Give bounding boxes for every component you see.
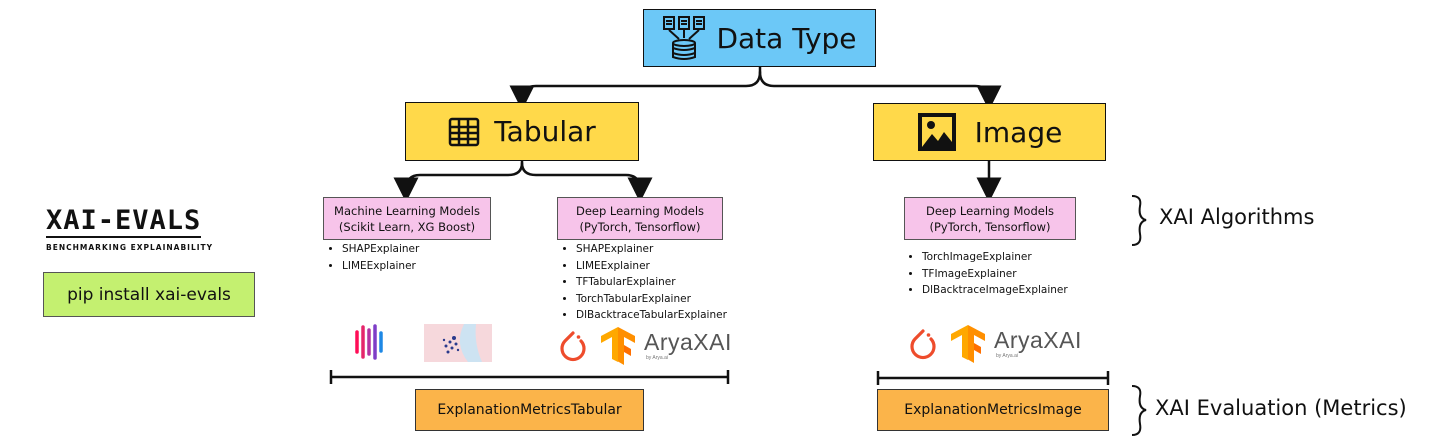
- lime-logo: [424, 324, 492, 362]
- table-grid-icon: [448, 116, 480, 148]
- dl-image-subtitle: (PyTorch, Tensorflow): [929, 219, 1051, 234]
- list-item: TFImageExplainer: [922, 266, 1068, 283]
- dl-tabular-title: Deep Learning Models: [575, 203, 705, 218]
- list-item: SHAPExplainer: [342, 241, 419, 258]
- aryaxai-logo: AryaXAI by Arya.ai: [644, 329, 732, 364]
- metrics-tabular-box: ExplanationMetricsTabular: [415, 389, 644, 431]
- list-item: DlBacktraceImageExplainer: [922, 282, 1068, 299]
- install-command-box: pip install xai-evals: [43, 272, 255, 317]
- data-type-label: Data Type: [716, 21, 857, 55]
- list-item: LIMEExplainer: [576, 258, 727, 275]
- data-type-node: Data Type: [643, 9, 876, 67]
- aryaxai-wordmark: AryaXAI: [994, 327, 1082, 353]
- tabular-label: Tabular: [494, 115, 596, 148]
- pytorch-logo: [906, 327, 940, 363]
- metrics-image-label: ExplanationMetricsImage: [904, 402, 1082, 418]
- metrics-tabular-label: ExplanationMetricsTabular: [437, 402, 622, 418]
- tensorflow-logo: [950, 324, 986, 364]
- pytorch-logo: [556, 329, 590, 365]
- metrics-image-box: ExplanationMetricsImage: [877, 389, 1109, 431]
- dl-tabular-models-box: Deep Learning Models (PyTorch, Tensorflo…: [557, 197, 723, 240]
- install-command-text: pip install xai-evals: [67, 284, 231, 305]
- image-label: Image: [974, 115, 1063, 149]
- ml-models-title: Machine Learning Models: [334, 203, 480, 218]
- brand-subtitle: BENCHMARKING EXPLAINABILITY: [46, 243, 214, 252]
- aryaxai-wordmark: AryaXAI: [644, 329, 732, 355]
- list-item: DlBacktraceTabularExplainer: [576, 307, 727, 324]
- xai-algorithms-label: XAI Algorithms: [1159, 205, 1315, 229]
- dl-tabular-subtitle: (PyTorch, Tensorflow): [579, 219, 701, 234]
- dl-image-title: Deep Learning Models: [925, 203, 1055, 218]
- image-icon: [917, 112, 957, 152]
- dl-image-explainer-list: TorchImageExplainer TFImageExplainer DlB…: [908, 249, 1068, 299]
- tensorflow-logo: [600, 326, 636, 366]
- database-documents-icon: [662, 15, 706, 61]
- dl-image-models-box: Deep Learning Models (PyTorch, Tensorflo…: [904, 197, 1076, 240]
- ml-explainer-list: SHAPExplainer LIMEExplainer: [328, 241, 419, 274]
- xai-evaluation-label: XAI Evaluation (Metrics): [1155, 396, 1407, 420]
- brand-title: XAI-EVALS: [46, 205, 202, 238]
- list-item: TorchImageExplainer: [922, 249, 1068, 266]
- list-item: TorchTabularExplainer: [576, 291, 727, 308]
- list-item: LIMEExplainer: [342, 258, 419, 275]
- aryaxai-byline: by Arya.ai: [646, 355, 668, 361]
- tabular-node: Tabular: [405, 102, 639, 161]
- brand-block: XAI-EVALS BENCHMARKING EXPLAINABILITY: [46, 207, 256, 252]
- aryaxai-byline: by Arya.ai: [996, 353, 1018, 359]
- list-item: SHAPExplainer: [576, 241, 727, 258]
- ml-models-subtitle: (Scikit Learn, XG Boost): [338, 219, 476, 234]
- list-item: TFTabularExplainer: [576, 274, 727, 291]
- aryaxai-logo: AryaXAI by Arya.ai: [994, 327, 1082, 362]
- image-node: Image: [873, 103, 1106, 161]
- ml-models-box: Machine Learning Models (Scikit Learn, X…: [323, 197, 491, 240]
- dl-tabular-explainer-list: SHAPExplainer LIMEExplainer TFTabularExp…: [562, 241, 727, 324]
- shap-logo: [354, 324, 384, 360]
